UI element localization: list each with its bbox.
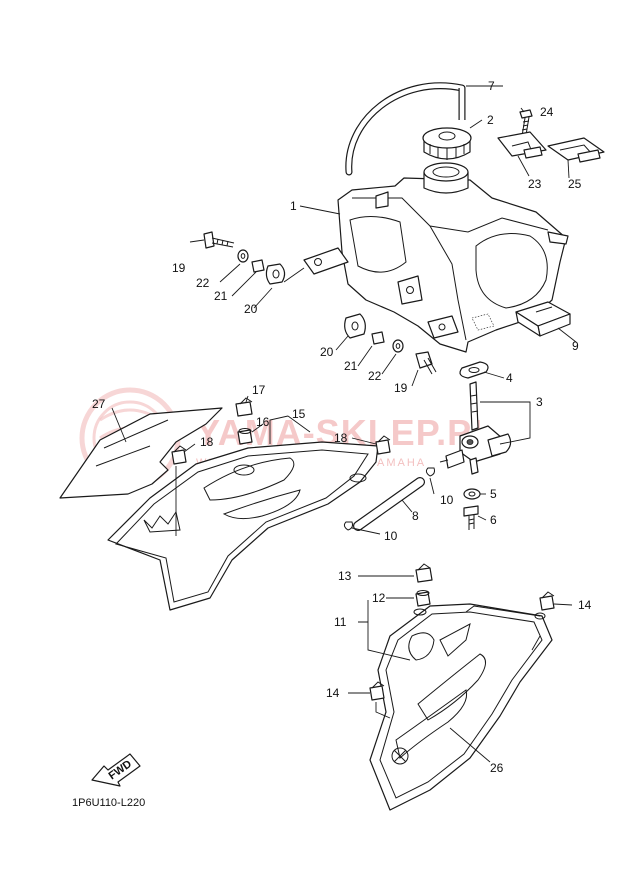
callout-12: 12 xyxy=(372,591,386,605)
callout-6: 6 xyxy=(490,513,497,527)
part-7-breather-hose xyxy=(345,82,466,176)
leader-lines xyxy=(111,85,577,763)
callout-18-left: 18 xyxy=(200,435,214,449)
callout-3: 3 xyxy=(536,395,543,409)
callout-15: 15 xyxy=(292,407,306,421)
part-12-collar xyxy=(415,590,431,607)
callout-22-right: 22 xyxy=(368,369,382,383)
callout-21-right: 21 xyxy=(344,359,358,373)
callout-10-lower: 10 xyxy=(384,529,398,543)
part-9-damper xyxy=(515,301,571,337)
callout-19-right: 19 xyxy=(394,381,408,395)
callout-14-right: 14 xyxy=(578,598,592,612)
part-18-bolt-right xyxy=(375,435,391,455)
callout-13: 13 xyxy=(338,569,352,583)
callout-1: 1 xyxy=(290,199,297,213)
callout-20-left: 20 xyxy=(244,302,258,316)
callout-26: 26 xyxy=(490,761,504,775)
callout-18-right: 18 xyxy=(334,431,348,445)
callout-19-left: 19 xyxy=(172,261,186,275)
part-25-bracket xyxy=(547,137,605,163)
part-4-gasket xyxy=(459,361,489,379)
callout-8: 8 xyxy=(412,509,419,523)
callout-20-right: 20 xyxy=(320,345,334,359)
callout-11: 11 xyxy=(334,615,347,629)
part-5-washer xyxy=(463,488,481,500)
part-14-bolt-left xyxy=(369,681,385,701)
part-24-bolt xyxy=(519,109,533,137)
part-26-side-cover-right xyxy=(369,603,553,811)
part-2-fuel-cap xyxy=(422,127,472,160)
part-8-fuel-hose xyxy=(353,477,425,531)
callout-23: 23 xyxy=(528,177,542,191)
part-27-graphic xyxy=(59,407,223,499)
callout-7: 7 xyxy=(488,79,495,93)
part-13-bolt xyxy=(415,563,433,583)
part-14-bolt-right xyxy=(539,591,555,611)
callout-5: 5 xyxy=(490,487,497,501)
callout-9: 9 xyxy=(572,339,579,353)
part-23-bracket xyxy=(497,131,547,159)
part-10-clip-upper xyxy=(425,467,435,477)
part-18-bolt-left xyxy=(171,445,187,465)
part-17-bolt xyxy=(235,397,253,417)
callout-25: 25 xyxy=(568,177,582,191)
callout-27: 27 xyxy=(92,397,106,411)
part-1-fuel-tank xyxy=(303,162,569,353)
callout-10-upper: 10 xyxy=(440,493,454,507)
part-15-side-cover-left xyxy=(107,441,379,611)
hardware-right-group xyxy=(344,313,437,375)
part-10-clip-lower xyxy=(343,521,353,531)
part-6-screw xyxy=(463,505,479,530)
callout-2: 2 xyxy=(487,113,494,127)
callout-21-left: 21 xyxy=(214,289,228,303)
callout-14-left: 14 xyxy=(326,686,340,700)
part-16-collar xyxy=(237,428,253,445)
callout-17: 17 xyxy=(252,383,266,397)
hardware-left-group xyxy=(203,231,286,285)
part-3-fuel-cock xyxy=(439,381,512,475)
fwd-arrow: FWD xyxy=(91,753,141,787)
callout-16: 16 xyxy=(256,415,270,429)
diagram-code: 1P6U110-L220 xyxy=(72,797,145,809)
callout-24: 24 xyxy=(540,105,554,119)
callouts: 7 2 24 23 25 1 19 22 21 20 9 20 21 22 19… xyxy=(92,79,592,775)
callout-22-left: 22 xyxy=(196,276,210,290)
callout-4: 4 xyxy=(506,371,513,385)
